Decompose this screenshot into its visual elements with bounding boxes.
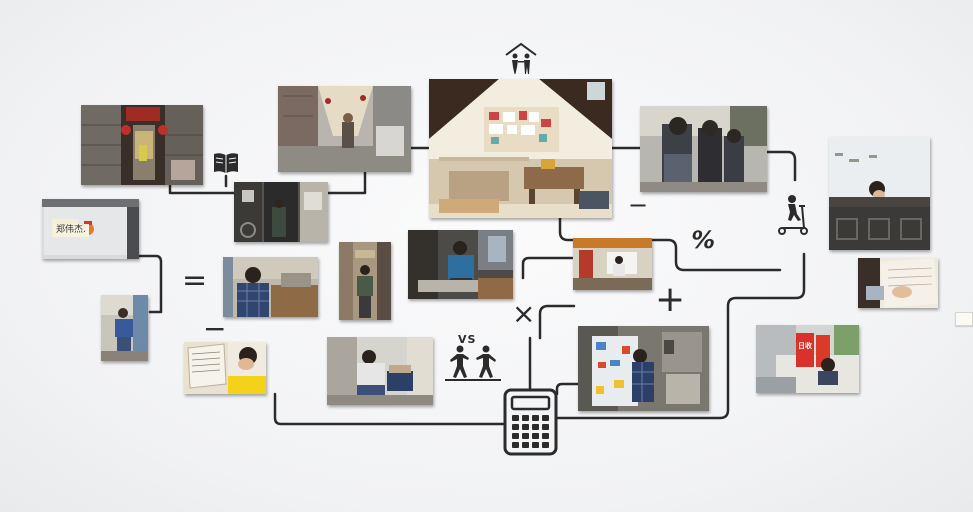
vs-label: VS — [458, 333, 477, 346]
times-symbol: × — [512, 297, 536, 330]
house-family-icon — [505, 42, 537, 74]
photo-boy-at-desk — [223, 257, 318, 317]
photo-boy-dark-room — [408, 230, 513, 299]
sticker-text: 郑伟杰. — [53, 224, 89, 237]
photo-boy-red-box: 日收 — [756, 325, 859, 393]
equals-symbol: = — [182, 263, 208, 298]
photo-doorway-courtyard — [234, 182, 328, 242]
photo-boy-study-room — [327, 337, 433, 405]
photo-fridge-kitchen — [578, 326, 709, 411]
photo-monitor-sticker: 郑伟杰. — [42, 199, 139, 259]
photo-attic-room — [429, 79, 612, 218]
wall-label — [955, 312, 973, 326]
photo-boy-rooftop — [829, 137, 930, 250]
photo-boy-standing — [101, 295, 148, 361]
percent-symbol: % — [688, 226, 718, 254]
photo-street-figures — [640, 106, 767, 192]
red-box-label: 日收 — [798, 342, 812, 350]
photo-alley-lanterns — [81, 105, 203, 185]
minus-symbol-left: − — [203, 312, 227, 345]
photo-boy-whiteboard — [573, 238, 652, 290]
photo-hutong-street — [278, 86, 411, 172]
scooter-rider-icon — [778, 195, 808, 235]
minus-symbol-right: − — [628, 191, 649, 219]
photo-boy-reading — [184, 342, 266, 394]
photo-narrow-doorway — [339, 242, 391, 320]
open-book-icon — [214, 153, 238, 173]
plus-symbol: + — [655, 279, 686, 320]
photo-hand-writing — [858, 258, 938, 308]
vs-fighters-icon — [445, 345, 501, 381]
calculator-icon — [503, 388, 558, 456]
